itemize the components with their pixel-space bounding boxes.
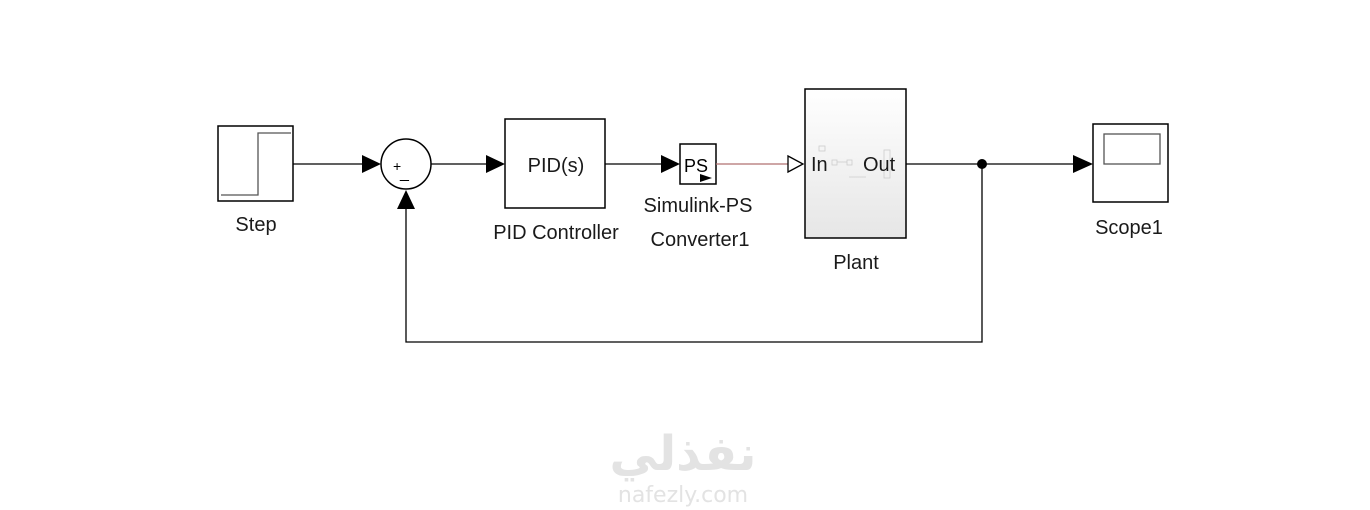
sum-block[interactable]: + _	[380, 138, 432, 190]
arrow-icon	[397, 190, 415, 209]
simulink-ps-converter-block[interactable]: PS	[679, 143, 717, 185]
arrow-icon	[661, 155, 680, 173]
arrow-icon	[700, 174, 712, 182]
sum-plus-sign: +	[393, 158, 401, 174]
plant-label: Plant	[833, 252, 879, 274]
plant-in-port-label: In	[811, 154, 828, 176]
pid-controller-block[interactable]: PID(s)	[504, 118, 606, 209]
watermark-url: nafezly.com	[618, 483, 748, 508]
subsystem-preview-icon	[818, 145, 891, 179]
step-icon	[221, 132, 291, 196]
step-block[interactable]	[217, 125, 294, 202]
open-port-arrow-icon	[787, 154, 805, 174]
arrow-icon	[486, 155, 505, 173]
pid-controller-label: PID Controller	[493, 222, 619, 244]
watermark-arabic: نفذلي	[610, 426, 757, 482]
arrow-icon	[362, 155, 381, 173]
converter-label-line1: Simulink-PS	[644, 195, 753, 217]
scope-block[interactable]	[1092, 123, 1169, 203]
arrow-icon	[1073, 155, 1093, 173]
plant-block[interactable]: In Out	[804, 88, 907, 239]
plant-out-port-label: Out	[863, 154, 896, 176]
feedback-line[interactable]	[405, 164, 983, 343]
converter-label-line2: Converter1	[651, 229, 750, 251]
pid-block-text: PID(s)	[528, 155, 585, 177]
sum-minus-sign: _	[399, 165, 410, 182]
scope-label: Scope1	[1095, 217, 1163, 239]
step-label: Step	[235, 214, 276, 236]
converter-ps-text: PS	[684, 156, 708, 176]
scope-screen-icon	[1103, 133, 1161, 165]
